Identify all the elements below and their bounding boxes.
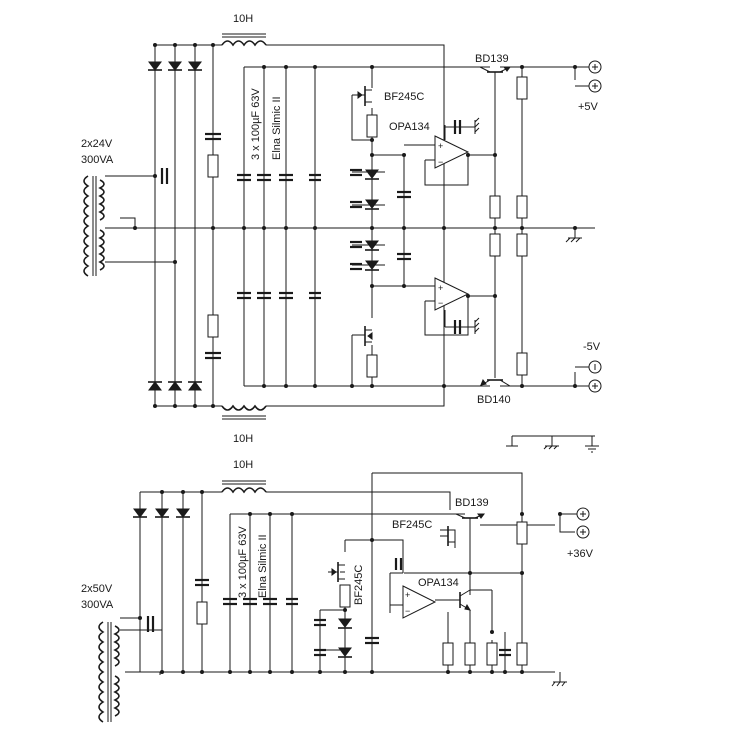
input-capacitor-2	[146, 616, 155, 632]
transistor-bd140	[479, 378, 511, 387]
opamp-top	[434, 135, 470, 169]
svg-text:+: +	[405, 590, 410, 600]
output-terminals-supply2	[576, 507, 590, 539]
transformer-1-rating-va: 300VA	[81, 154, 114, 166]
ground-icon	[565, 237, 582, 243]
jfet-supply2-a-label: BF245C	[353, 565, 365, 605]
transistor-bd139-label: BD139	[475, 53, 509, 65]
choke-top-label: 10H	[233, 13, 253, 25]
input-capacitor-1	[160, 168, 169, 184]
transformer-2-rating-va: 300VA	[81, 599, 114, 611]
output-supply2-label: +36V	[567, 548, 594, 560]
output-pos-label: +5V	[578, 101, 599, 113]
transistor-supply2-bd139	[455, 513, 485, 530]
reservoir-caps-supply2	[223, 597, 298, 606]
bridge-diodes-top	[148, 61, 202, 71]
output-neg-label: -5V	[583, 341, 601, 353]
choke-bottom-label: 10H	[233, 433, 253, 445]
svg-text:+: +	[438, 141, 443, 151]
jfet-top	[357, 86, 378, 138]
cap-bank-2-value: 3 x 100µF 63V	[237, 526, 249, 598]
reservoir-caps-top	[237, 173, 321, 182]
cap-bank-1-type: Elna Silmic II	[271, 96, 283, 160]
supply-1-wiring	[105, 44, 595, 407]
choke-supply2	[221, 480, 267, 494]
ground-symbols-legend	[506, 435, 599, 453]
cap-bank-1-value: 3 x 100µF 63V	[250, 88, 262, 160]
transformer-1	[83, 175, 105, 277]
svg-text:+: +	[438, 283, 443, 293]
choke-supply2-label: 10H	[233, 459, 253, 471]
svg-text:−: −	[438, 157, 443, 167]
jfet-top-label: BF245C	[384, 91, 424, 103]
jfet-supply2-b	[440, 526, 455, 546]
snubber-bottom	[205, 314, 221, 360]
jfet-bottom	[364, 326, 378, 378]
bridge-diodes-supply2	[133, 508, 190, 518]
output-terminals-neg	[575, 360, 602, 393]
led-string-supply2	[314, 618, 352, 658]
transformer-2-rating-volts: 2x50V	[81, 583, 113, 595]
junctions-1	[133, 43, 577, 408]
jfet-supply2-a	[328, 562, 351, 608]
bridge-diodes-bottom	[148, 381, 202, 391]
opamp-bottom	[434, 277, 470, 311]
snubber-top	[205, 132, 221, 178]
jfet-supply2-b-label: BF245C	[392, 519, 432, 531]
transistor-supply2-label: BD139	[455, 497, 489, 509]
junctions-2	[138, 490, 562, 674]
ref-filter-cap-supply2	[365, 558, 403, 645]
snubber-supply2	[195, 578, 209, 625]
choke-top	[221, 33, 267, 47]
ground-icon-supply2	[551, 672, 567, 687]
reservoir-caps-bottom	[237, 291, 321, 300]
transistor-bd140-label: BD140	[477, 394, 511, 406]
transistor-bd139	[479, 66, 511, 73]
output-terminals-pos	[575, 60, 602, 93]
opamp-supply2	[402, 585, 437, 619]
transformer-2	[98, 621, 120, 723]
choke-bottom	[221, 404, 267, 420]
cap-bank-2-type: Elna Silmic II	[257, 534, 269, 598]
transformer-1-rating-volts: 2x24V	[81, 138, 113, 150]
ref-filter-caps	[397, 190, 411, 261]
decoupling-cap-top	[453, 117, 480, 134]
led-string-top	[350, 168, 379, 210]
opamp-supply2-label: OPA134	[418, 577, 459, 589]
output-divider-resistors	[489, 76, 528, 376]
supply-2-wiring	[120, 472, 577, 675]
svg-text:−: −	[438, 298, 443, 308]
opamp-top-label: OPA134	[389, 121, 430, 133]
decoupling-cap-bottom	[453, 317, 480, 334]
driver-transistor	[459, 589, 493, 611]
svg-text:−: −	[405, 606, 410, 616]
resistors-supply2	[442, 521, 528, 666]
